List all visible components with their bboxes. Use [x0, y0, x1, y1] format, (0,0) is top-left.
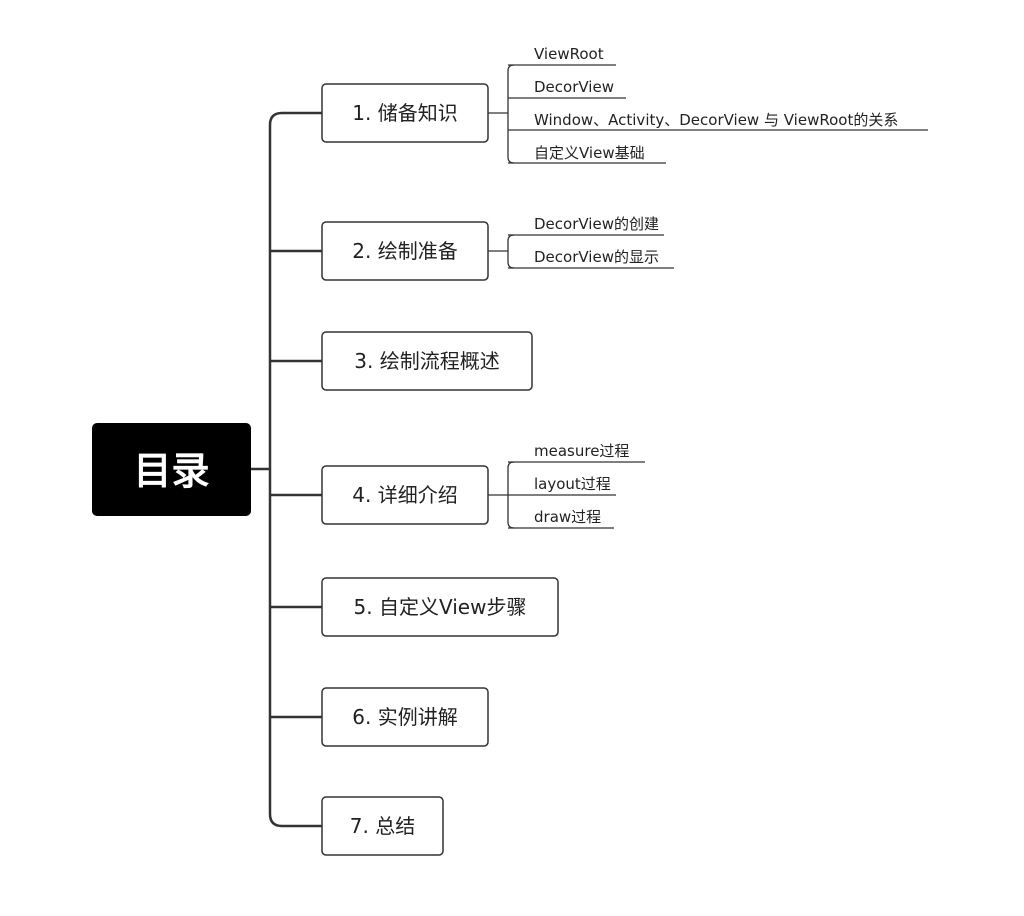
subtopic-label-1-3: Window、Activity、DecorView 与 ViewRoot的关系 — [534, 111, 898, 129]
subtopic-label-2-1: DecorView的创建 — [534, 215, 659, 233]
topic-label-4: 4. 详细介绍 — [352, 483, 457, 507]
subtopic-1-1[interactable]: ViewRoot — [508, 45, 616, 66]
subtopic-label-1-1: ViewRoot — [534, 45, 604, 63]
subtopic-1-2[interactable]: DecorView — [508, 78, 626, 99]
connector-topic-1 — [268, 111, 322, 126]
topic-node-4[interactable]: 4. 详细介绍 — [321, 465, 489, 525]
subtopic-connectors — [488, 64, 515, 529]
subtopic-4-2[interactable]: layout过程 — [508, 475, 616, 496]
topic-label-2: 2. 绘制准备 — [352, 239, 457, 263]
topic-label-7: 7. 总结 — [350, 814, 415, 838]
subtopic-label-4-2: layout过程 — [534, 475, 611, 493]
topic-node-6[interactable]: 6. 实例讲解 — [321, 687, 489, 747]
topic-node-5[interactable]: 5. 自定义View步骤 — [321, 577, 559, 637]
topic-node-7[interactable]: 7. 总结 — [321, 796, 444, 856]
connector-bracket-2 — [507, 234, 515, 269]
topic-connectors — [251, 111, 322, 828]
subtopic-label-1-4: 自定义View基础 — [534, 144, 645, 162]
subtopic-label-2-2: DecorView的显示 — [534, 248, 659, 266]
root-label: 目录 — [133, 449, 209, 493]
topic-label-6: 6. 实例讲解 — [352, 705, 457, 729]
topic-node-1[interactable]: 1. 储备知识 — [321, 83, 489, 143]
topic-label-5: 5. 自定义View步骤 — [354, 595, 527, 619]
subtopic-1-3[interactable]: Window、Activity、DecorView 与 ViewRoot的关系 — [508, 111, 928, 131]
subtopic-2-2[interactable]: DecorView的显示 — [508, 248, 674, 269]
root-node[interactable]: 目录 — [92, 423, 251, 516]
subtopic-label-4-3: draw过程 — [534, 508, 601, 526]
subtopic-4-3[interactable]: draw过程 — [508, 508, 614, 529]
subtopic-1-4[interactable]: 自定义View基础 — [508, 144, 666, 164]
topic-label-1: 1. 储备知识 — [352, 101, 457, 125]
subtopic-label-4-1: measure过程 — [534, 442, 629, 460]
topic-node-2[interactable]: 2. 绘制准备 — [321, 221, 489, 281]
connector-topic-7 — [268, 813, 322, 828]
connector-bracket-1 — [507, 64, 515, 164]
topic-label-3: 3. 绘制流程概述 — [354, 349, 499, 373]
subtopic-label-1-2: DecorView — [534, 78, 614, 96]
topic-node-3[interactable]: 3. 绘制流程概述 — [321, 331, 533, 391]
subtopic-4-1[interactable]: measure过程 — [508, 442, 645, 463]
subtopic-2-1[interactable]: DecorView的创建 — [508, 215, 664, 236]
